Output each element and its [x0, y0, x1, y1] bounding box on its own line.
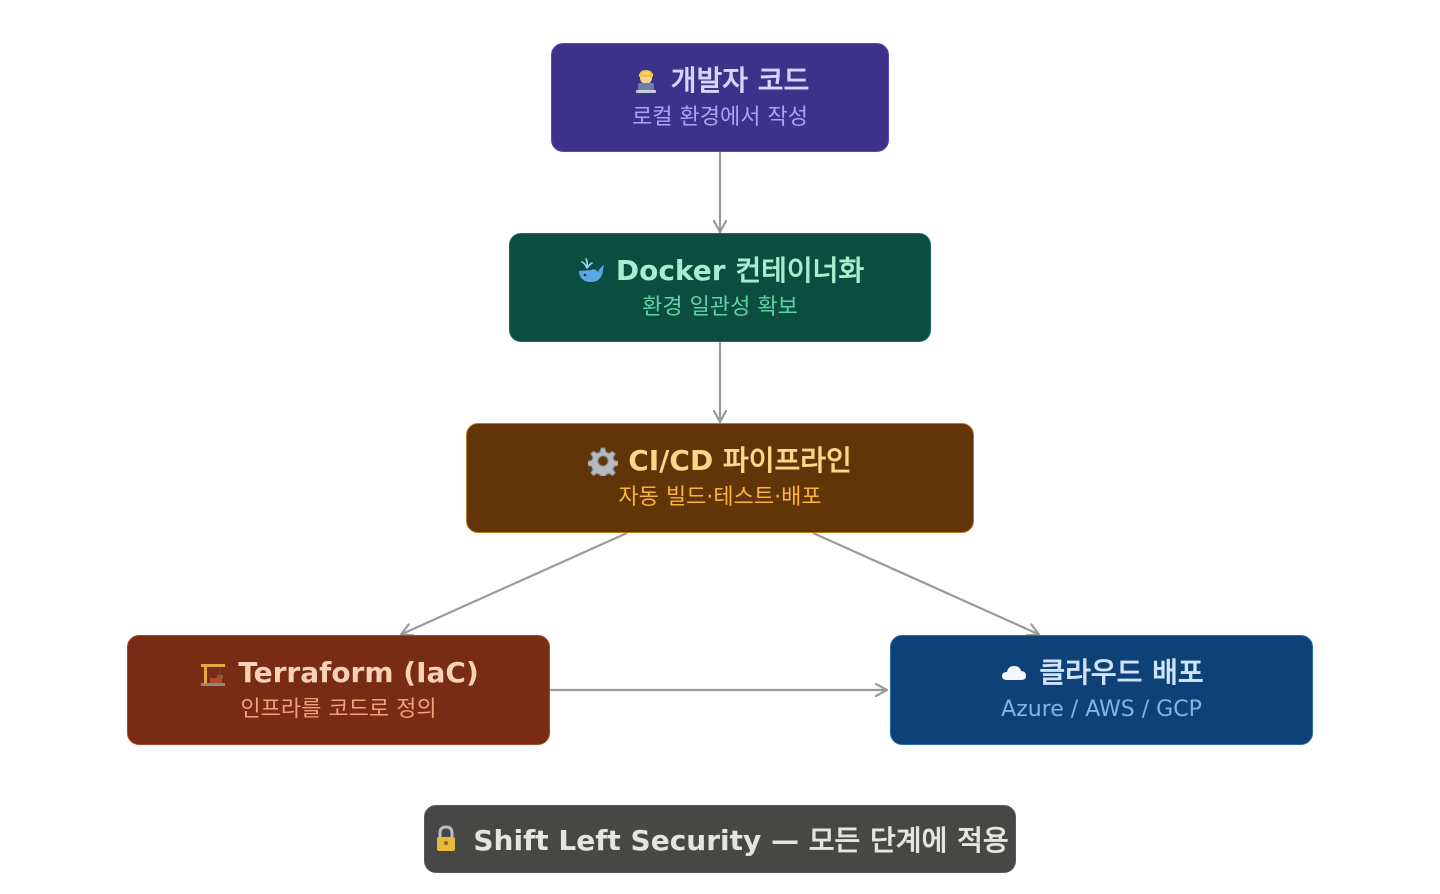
cloud-icon — [999, 658, 1029, 688]
node-terraform: Terraform (IaC) 인프라를 코드로 정의 — [127, 635, 550, 745]
node-developer-code: 개발자 코드 로컬 환경에서 작성 — [551, 43, 889, 152]
node-cicd-pipeline: CI/CD 파이프라인 자동 빌드·테스트·배포 — [466, 423, 974, 533]
node-subtitle: Azure / AWS / GCP — [1001, 697, 1202, 722]
developer-icon — [631, 66, 661, 96]
node-cloud-deploy: 클라우드 배포 Azure / AWS / GCP — [890, 635, 1313, 745]
edge-cicd-to-cloud — [812, 531, 1038, 634]
lock-icon — [431, 824, 461, 854]
node-title: CI/CD 파이프라인 — [628, 444, 852, 477]
node-title: 클라우드 배포 — [1039, 656, 1204, 689]
gear-icon — [588, 446, 619, 476]
node-subtitle: 환경 일관성 확보 — [642, 294, 798, 320]
node-subtitle: 인프라를 코드로 정의 — [240, 697, 437, 722]
edge-cicd-to-terraform — [402, 531, 628, 634]
security-banner: Shift Left Security — 모든 단계에 적용 — [424, 805, 1016, 873]
node-subtitle: 자동 빌드·테스트·배포 — [618, 485, 822, 510]
node-subtitle: 로컬 환경에서 작성 — [632, 104, 808, 130]
node-docker: Docker 컨테이너화 환경 일관성 확보 — [509, 233, 931, 342]
banner-text: Shift Left Security — 모든 단계에 적용 — [473, 824, 1009, 857]
whale-icon — [576, 256, 606, 286]
node-title: Terraform (IaC) — [238, 656, 479, 689]
node-title: Docker 컨테이너화 — [615, 253, 865, 287]
node-title: 개발자 코드 — [670, 63, 810, 97]
crane-icon — [198, 658, 228, 688]
